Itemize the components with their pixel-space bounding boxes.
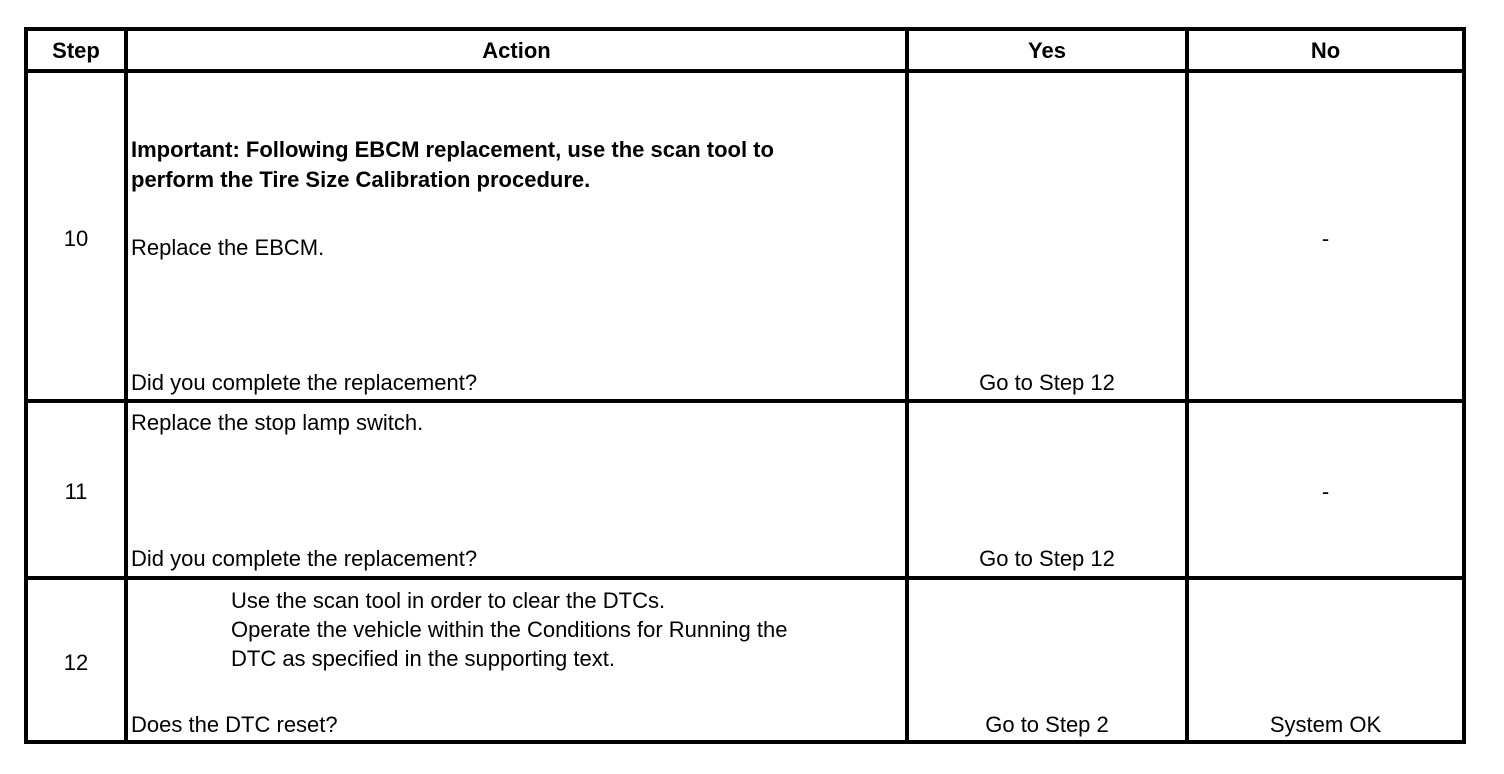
no-result: System OK — [1269, 712, 1382, 737]
header-divider — [28, 69, 1462, 73]
header-yes: Yes — [1028, 38, 1066, 63]
yes-result: Go to Step 12 — [979, 370, 1115, 395]
action-instruction-line: DTC as specified in the supporting text. — [231, 646, 615, 671]
step-number: 12 — [63, 650, 89, 675]
action-question: Did you complete the replacement? — [131, 370, 478, 395]
important-note-line: Important: Following EBCM replacement, u… — [131, 137, 774, 162]
action-instruction: Replace the stop lamp switch. — [131, 410, 424, 435]
row-divider — [28, 399, 1462, 403]
action-question: Did you complete the replacement? — [131, 546, 478, 571]
yes-result: Go to Step 2 — [985, 712, 1109, 737]
action-question: Does the DTC reset? — [131, 712, 338, 737]
yes-result: Go to Step 12 — [979, 546, 1115, 571]
no-result: - — [1321, 226, 1330, 251]
row-divider — [28, 576, 1462, 580]
no-result: - — [1321, 479, 1330, 504]
header-no: No — [1310, 38, 1341, 63]
column-divider — [905, 31, 909, 740]
action-instruction: Replace the EBCM. — [131, 235, 325, 260]
action-instruction-line: Use the scan tool in order to clear the … — [231, 588, 666, 613]
step-number: 11 — [64, 479, 88, 504]
action-instruction-line: Operate the vehicle within the Condition… — [231, 617, 788, 642]
step-number: 10 — [63, 226, 89, 251]
column-divider — [1185, 31, 1189, 740]
diagnostic-table: Step Action Yes No 10 Important: Followi… — [24, 27, 1466, 744]
header-step: Step — [52, 38, 100, 63]
header-action: Action — [482, 38, 551, 63]
important-note-line: perform the Tire Size Calibration proced… — [131, 167, 591, 192]
column-divider — [124, 31, 128, 740]
